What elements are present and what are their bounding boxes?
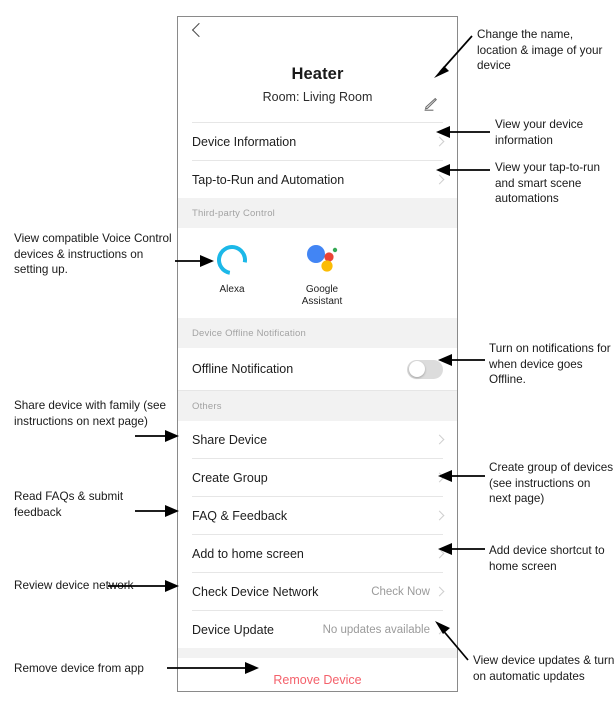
- row-label: Check Device Network: [192, 584, 319, 599]
- page-title: Heater: [291, 65, 344, 83]
- annotation-faq-feedback: Read FAQs & submit feedback: [14, 490, 124, 519]
- divider: [192, 122, 443, 123]
- row-label: Add to home screen: [192, 546, 304, 561]
- divider: [192, 160, 443, 161]
- row-label: Share Device: [192, 432, 268, 447]
- google-assistant-icon: [286, 242, 358, 278]
- row-label: Device Information: [192, 134, 297, 149]
- device-room-label: Room: Living Room: [262, 90, 373, 104]
- section-gap: [178, 648, 457, 658]
- device-header: Heater Room: Living Room: [178, 49, 457, 122]
- annotation-offline-notification: Turn on notifications for when device go…: [489, 342, 611, 386]
- section-header-third-party-control: Third-party Control: [178, 198, 457, 228]
- divider: [192, 458, 443, 459]
- section-header-label: Third-party Control: [192, 207, 275, 219]
- row-label: Create Group: [192, 470, 268, 485]
- row-label: Device Update: [192, 622, 274, 637]
- annotation-share-device: Share device with family (see instructio…: [14, 399, 167, 428]
- divider: [192, 610, 443, 611]
- row-device-update[interactable]: Device Update No updates available: [178, 611, 457, 648]
- row-offline-notification[interactable]: Offline Notification: [178, 348, 457, 390]
- section-header-label: Device Offline Notification: [192, 327, 306, 339]
- third-party-item-alexa[interactable]: Alexa: [196, 239, 268, 308]
- annotation-device-information: View your device information: [495, 118, 584, 147]
- annotation-change-name: Change the name, location & image of you…: [477, 28, 603, 72]
- annotation-add-home-screen: Add device shortcut to home screen: [489, 544, 605, 573]
- remove-device-button[interactable]: Remove Device: [273, 673, 362, 687]
- annotation-check-network: Review device network: [14, 579, 134, 592]
- row-label: Offline Notification: [192, 362, 294, 376]
- phone-frame: Heater Room: Living Room Device Informat…: [177, 16, 458, 692]
- section-header-label: Others: [192, 400, 222, 412]
- row-label: Tap-to-Run and Automation: [192, 172, 345, 187]
- divider: [192, 496, 443, 497]
- row-tap-to-run-and-automation[interactable]: Tap-to-Run and Automation: [178, 161, 457, 198]
- section-header-device-offline-notification: Device Offline Notification: [178, 318, 457, 348]
- annotation-create-group: Create group of devices (see instruction…: [489, 461, 614, 505]
- row-create-group[interactable]: Create Group: [178, 459, 457, 496]
- row-check-device-network[interactable]: Check Device Network Check Now: [178, 573, 457, 610]
- annotation-voice-control: View compatible Voice Control devices & …: [14, 232, 172, 276]
- row-add-to-home-screen[interactable]: Add to home screen: [178, 535, 457, 572]
- row-share-device[interactable]: Share Device: [178, 421, 457, 458]
- annotation-device-update: View device updates & turn on automatic …: [473, 654, 615, 683]
- row-value: No updates available: [322, 623, 430, 636]
- offline-notification-toggle[interactable]: [407, 359, 443, 379]
- divider: [178, 390, 457, 391]
- row-faq-and-feedback[interactable]: FAQ & Feedback: [178, 497, 457, 534]
- divider: [192, 534, 443, 535]
- row-value: Check Now: [371, 585, 430, 598]
- annotation-remove-device: Remove device from app: [14, 662, 144, 675]
- third-party-label: Alexa: [219, 284, 245, 295]
- section-header-others: Others: [178, 391, 457, 421]
- pencil-icon[interactable]: [421, 95, 439, 113]
- remove-device-area[interactable]: Remove Device: [178, 658, 457, 691]
- row-label: FAQ & Feedback: [192, 508, 288, 523]
- annotation-tap-to-run: View your tap-to-run and smart scene aut…: [495, 161, 601, 205]
- divider: [192, 572, 443, 573]
- row-device-information[interactable]: Device Information: [178, 123, 457, 160]
- toggle-knob: [408, 361, 425, 377]
